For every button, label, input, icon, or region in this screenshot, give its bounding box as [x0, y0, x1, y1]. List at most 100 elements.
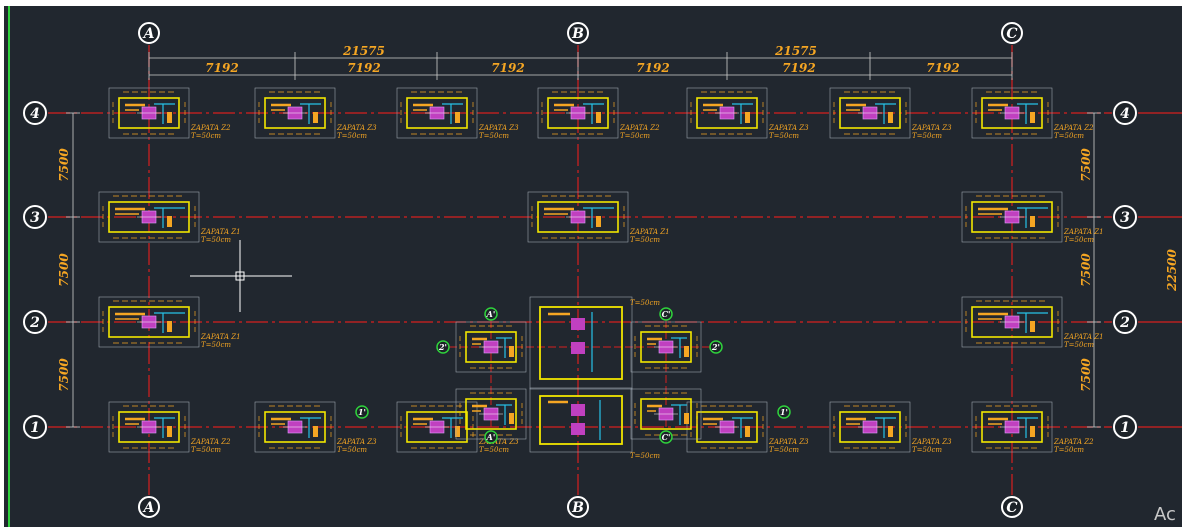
footing-row4-3[interactable]: ZAPATA Z3T=50cm: [396, 87, 519, 140]
footing-row2-a[interactable]: ZAPATA Z1T=50cm: [98, 296, 241, 349]
footing-row1-4-rebar-block: [745, 426, 750, 437]
footing-row4-7-label: ZAPATA Z2: [1053, 124, 1094, 132]
core-mat-bottom-column-2: [571, 423, 585, 435]
footing-row3-c-outline: [971, 201, 1053, 233]
footing-row4-3-dim-frame: [396, 87, 478, 139]
footing-row3-b-thickness: T=50cm: [630, 236, 660, 244]
footing-row1-1-outline: [118, 411, 180, 443]
footing-row4-7-rebar-block: [1030, 112, 1035, 123]
footing-core-c-prime-rebar-block: [684, 346, 689, 357]
footing-core-mat-bottom[interactable]: T=50cm: [529, 387, 660, 460]
footing-core-a-prime-low-rebar-block: [509, 413, 514, 424]
sec-bubble-1-prime-right[interactable]: 1': [777, 405, 791, 419]
crosshair-cursor: [190, 240, 292, 312]
grid-bubble-a-bottom[interactable]: A: [138, 496, 160, 518]
grid-bubble-2-left[interactable]: 2: [23, 310, 47, 334]
footing-row1-6-outline: [981, 411, 1043, 443]
footing-row4-4-label: ZAPATA Z2: [619, 124, 660, 132]
drawing-area[interactable]: [4, 6, 1182, 527]
footing-row4-3-rebar-block: [455, 112, 460, 123]
footing-row4-2-label: ZAPATA Z3: [336, 124, 377, 132]
footing-row1-1[interactable]: ZAPATA Z2T=50cm: [108, 401, 231, 454]
svg-text:B: B: [571, 500, 584, 516]
grid-bubble-b-top[interactable]: B: [567, 22, 589, 44]
footing-row1-2[interactable]: ZAPATA Z3T=50cm: [254, 401, 377, 454]
footing-row2-c[interactable]: ZAPATA Z1T=50cm: [961, 296, 1104, 349]
svg-text:A': A': [486, 432, 496, 442]
footing-row1-2-outline: [264, 411, 326, 443]
svg-text:4: 4: [1120, 106, 1130, 122]
svg-text:1': 1': [358, 407, 366, 417]
footing-row4-7[interactable]: ZAPATA Z2T=50cm: [971, 87, 1094, 140]
sec-bubble-2-prime-left[interactable]: 2': [436, 340, 450, 354]
footing-row1-3[interactable]: ZAPATA Z3T=50cm: [396, 401, 519, 454]
grid-bubble-3-left[interactable]: 3: [23, 205, 47, 229]
footing-core-a-prime[interactable]: [455, 321, 527, 373]
footing-row1-5-label: ZAPATA Z3: [911, 438, 952, 446]
grid-bubble-4-left[interactable]: 4: [23, 101, 47, 125]
svg-text:1: 1: [1120, 420, 1130, 436]
footing-row1-5-rebar-block: [888, 426, 893, 437]
dimension-lines: [66, 52, 1101, 428]
footing-row3-b-label: ZAPATA Z1: [629, 228, 670, 236]
footing-row4-4[interactable]: ZAPATA Z2T=50cm: [537, 87, 660, 140]
footing-row3-a-rebar-block: [167, 216, 172, 227]
sec-bubble-a-prime-top[interactable]: A': [484, 307, 498, 321]
grid-bubble-a-top[interactable]: A: [138, 22, 160, 44]
footing-row1-5[interactable]: ZAPATA Z3T=50cm: [829, 401, 952, 454]
footing-row4-3-outline: [406, 97, 468, 129]
sec-bubble-1-prime-left[interactable]: 1': [355, 405, 369, 419]
svg-text:1: 1: [30, 420, 40, 436]
footing-row2-c-dim-frame: [961, 296, 1063, 348]
grid-bubble-4-right[interactable]: 4: [1113, 101, 1137, 125]
footing-row1-5-thickness: T=50cm: [912, 446, 942, 454]
grid-bubble-b-bottom[interactable]: B: [567, 496, 589, 518]
footing-row1-6-rebar-block: [1030, 426, 1035, 437]
footing-row1-4-label: ZAPATA Z3: [768, 438, 809, 446]
grid-bubble-1-right[interactable]: 1: [1113, 415, 1137, 439]
footing-row1-4[interactable]: ZAPATA Z3T=50cm: [686, 401, 809, 454]
footing-core-a-prime-dim-frame: [455, 321, 527, 373]
grid-bubble-1-left[interactable]: 1: [23, 415, 47, 439]
footing-row1-3-dim-frame: [396, 401, 478, 453]
grid-bubble-c-bottom[interactable]: C: [1001, 496, 1023, 518]
footing-core-a-prime-outline: [465, 331, 517, 363]
dim-span-y-right-2: 7500: [1079, 253, 1093, 287]
svg-text:2': 2': [711, 342, 720, 352]
footing-row1-1-thickness: T=50cm: [191, 446, 221, 454]
footing-row1-6-dim-frame: [971, 401, 1053, 453]
footing-core-mat-top[interactable]: T=50cm: [529, 296, 660, 390]
svg-text:4: 4: [30, 106, 40, 122]
sec-bubble-c-prime-top[interactable]: C': [659, 307, 673, 321]
grid-bubble-3-right[interactable]: 3: [1113, 205, 1137, 229]
footing-row4-7-outline: [981, 97, 1043, 129]
dim-span-x-6: 7192: [926, 61, 959, 75]
sec-bubble-a-prime-bottom[interactable]: A': [484, 430, 498, 444]
footing-row4-2[interactable]: ZAPATA Z3T=50cm: [254, 87, 377, 140]
footing-row2-c-outline: [971, 306, 1053, 338]
footing-row1-3-label: ZAPATA Z3: [478, 438, 519, 446]
footing-row4-5[interactable]: ZAPATA Z3T=50cm: [686, 87, 809, 140]
footing-row1-6[interactable]: ZAPATA Z2T=50cm: [971, 401, 1094, 454]
footing-row3-b-outline: [537, 201, 619, 233]
sec-bubble-c-prime-bottom[interactable]: C': [659, 430, 673, 444]
footing-row4-4-dim-frame: [537, 87, 619, 139]
footing-row3-b-rebar-block: [596, 216, 601, 227]
footing-core-c-prime-low[interactable]: [630, 388, 702, 440]
footing-row3-a[interactable]: ZAPATA Z1T=50cm: [98, 191, 241, 244]
footing-row2-a-thickness: T=50cm: [201, 341, 231, 349]
footing-row3-b[interactable]: ZAPATA Z1T=50cm: [527, 191, 670, 244]
footing-row4-6[interactable]: ZAPATA Z3T=50cm: [829, 87, 952, 140]
footing-core-c-prime[interactable]: [630, 321, 702, 373]
footing-row4-4-thickness: T=50cm: [620, 132, 650, 140]
footing-row4-1[interactable]: ZAPATA Z2T=50cm: [108, 87, 231, 140]
grid-bubble-c-top[interactable]: C: [1001, 22, 1023, 44]
grid-bubble-2-right[interactable]: 2: [1113, 310, 1137, 334]
footing-row4-2-outline: [264, 97, 326, 129]
footing-core-a-prime-low[interactable]: [455, 388, 527, 440]
footing-row3-c[interactable]: ZAPATA Z1T=50cm: [961, 191, 1104, 244]
sec-bubble-2-prime-right[interactable]: 2': [709, 340, 723, 354]
